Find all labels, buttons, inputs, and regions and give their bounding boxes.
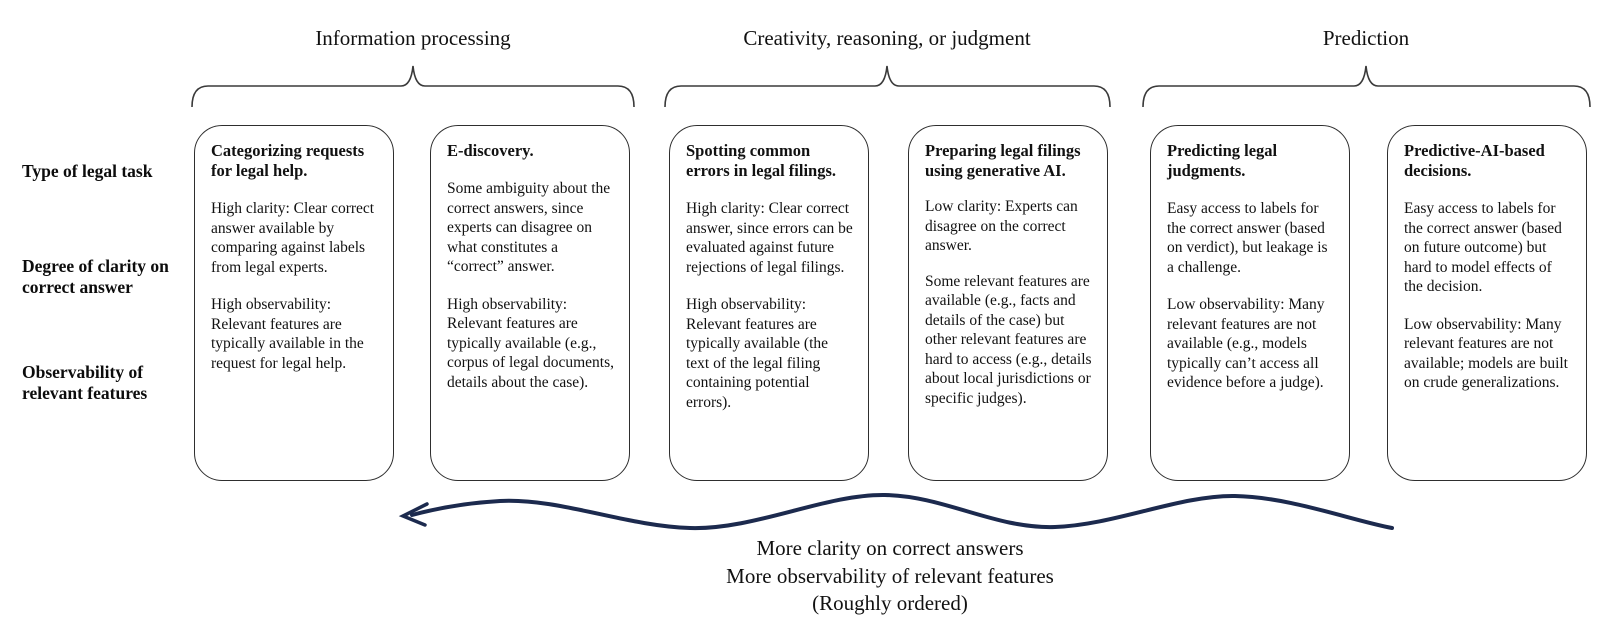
card-e-discovery: E-discovery. Some ambiguity about the co… [430, 125, 630, 481]
card-title: Categorizing requests for legal help. [211, 141, 365, 180]
card-observability-text: Some relevant features are available (e.… [925, 272, 1092, 407]
card-preparing-filings-genai: Preparing legal filings using generative… [908, 125, 1108, 481]
card-predicting-judgments: Predicting legal judgments. Easy access … [1150, 125, 1350, 481]
card-observability-text: Low observability: Many relevant feature… [1404, 315, 1568, 392]
card-title: Predictive-AI-based decisions. [1404, 141, 1545, 180]
brace-creativity-reasoning-judgment [664, 65, 1111, 108]
card-title: Preparing legal filings using generative… [925, 141, 1081, 180]
card-clarity-text: High clarity: Clear correct answer, sinc… [686, 200, 853, 276]
card-observability-text: High observability: Relevant features ar… [686, 296, 829, 411]
row-label-observability: Observability of relevant features [22, 362, 148, 403]
card-clarity-text: Easy access to labels for the correct an… [1167, 200, 1328, 276]
card-clarity-text: High clarity: Clear correct answer avail… [211, 200, 375, 276]
card-spotting-errors: Spotting common errors in legal filings.… [669, 125, 869, 481]
row-label-degree-of-clarity: Degree of clarity on correct answer [22, 256, 169, 297]
card-predictive-ai-decisions: Predictive-AI-based decisions. Easy acce… [1387, 125, 1587, 481]
card-title: Spotting common errors in legal filings. [686, 141, 837, 180]
card-observability-text: High observability: Relevant features ar… [447, 295, 615, 391]
caption-line-roughly-ordered: (Roughly ordered) [812, 591, 968, 615]
ordering-arrow-head [398, 502, 429, 527]
card-clarity-text: Low clarity: Experts can disagree on the… [925, 198, 1078, 254]
brace-information-processing [191, 65, 635, 108]
card-categorizing-requests: Categorizing requests for legal help. Hi… [194, 125, 394, 481]
group-label-prediction: Prediction [1322, 26, 1410, 50]
caption-line-observability: More observability of relevant features [726, 563, 1054, 588]
group-label-creativity-reasoning-judgment: Creativity, reasoning, or judgment [743, 26, 1031, 50]
card-observability-text: High observability: Relevant features ar… [211, 296, 364, 372]
caption-line-clarity: More clarity on correct answers [756, 536, 1024, 560]
ordering-wavy-arrow [410, 492, 1394, 531]
card-clarity-text: Some ambiguity about the correct answers… [447, 180, 611, 275]
row-label-type-of-legal-task: Type of legal task [22, 161, 153, 181]
group-label-information-processing: Information processing [315, 26, 511, 50]
card-clarity-text: Easy access to labels for the correct an… [1404, 200, 1562, 295]
brace-prediction [1142, 65, 1591, 108]
card-observability-text: Low observability: Many relevant feature… [1167, 296, 1325, 391]
card-title: Predicting legal judgments. [1167, 141, 1278, 180]
ordering-caption: More clarity on correct answers More obs… [440, 535, 1340, 618]
card-title: E-discovery. [447, 141, 534, 160]
